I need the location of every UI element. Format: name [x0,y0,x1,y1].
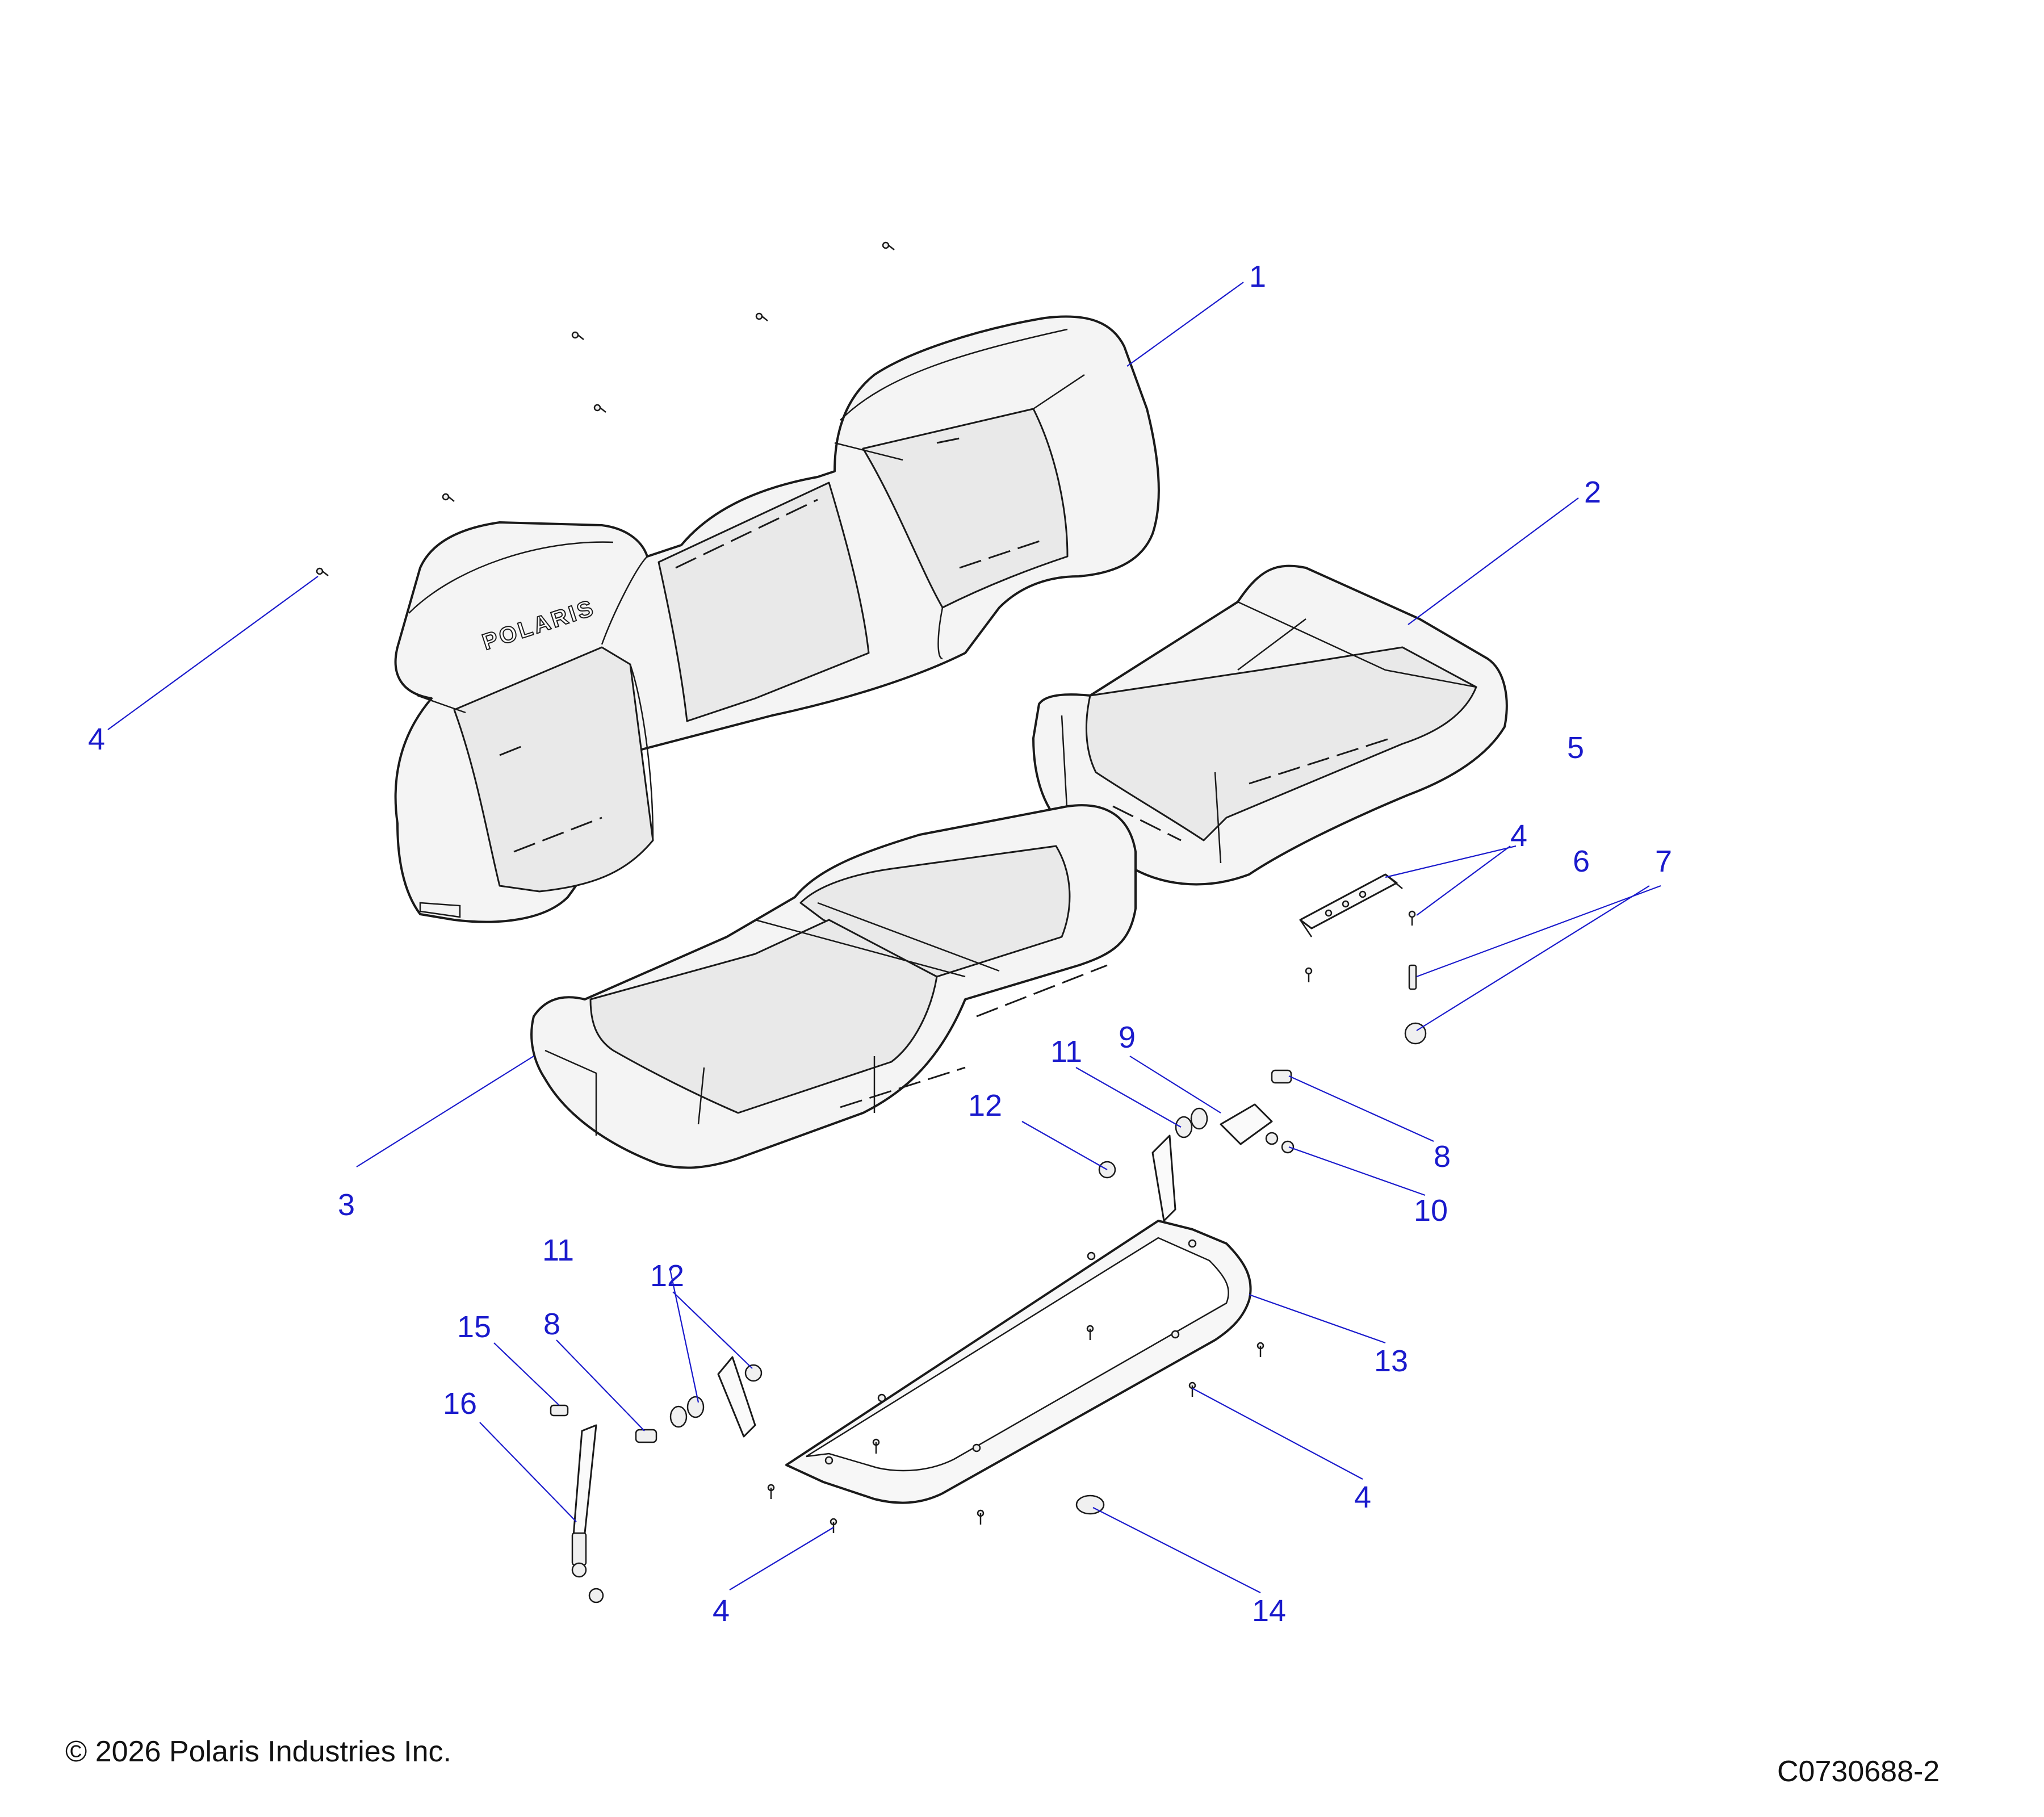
callout-15: 15 [457,1310,491,1344]
callout-5: 5 [1567,731,1584,765]
driver-seat-cushion [530,804,1137,1169]
leader-lines [107,282,1661,1593]
callout-8-upper: 8 [1434,1140,1451,1174]
callout-8-lower: 8 [543,1307,560,1341]
callout-2: 2 [1584,475,1601,509]
callout-13: 13 [1374,1344,1408,1378]
copyright-text: © 2026 Polaris Industries Inc. [65,1735,451,1768]
hardware [316,241,1427,1604]
seat-bracket [1299,873,1403,937]
callout-9: 9 [1119,1020,1136,1054]
callout-4-backrest: 4 [88,722,105,756]
callout-12-lower: 12 [650,1259,684,1293]
callout-11-lower: 11 [542,1233,574,1267]
callout-7: 7 [1655,844,1672,878]
seat-backrest: POLARIS [394,315,1160,923]
drawing-number: C0730688-2 [1777,1755,1940,1788]
callout-6: 6 [1573,844,1590,878]
callout-4-lower: 4 [713,1594,730,1628]
callout-1: 1 [1249,259,1266,294]
callout-12-upper: 12 [968,1088,1002,1123]
callout-3: 3 [338,1188,355,1222]
callout-4-frame: 4 [1354,1480,1371,1514]
callout-11-upper: 11 [1050,1035,1082,1069]
callouts: 1 2 3 4 4 4 4 5 6 7 8 8 9 10 11 11 12 12… [88,259,1672,1628]
callout-16: 16 [443,1387,477,1421]
callout-14: 14 [1252,1594,1286,1628]
callout-10: 10 [1414,1194,1448,1228]
seat-frame [717,1134,1252,1504]
callout-4-bracket: 4 [1510,819,1527,853]
